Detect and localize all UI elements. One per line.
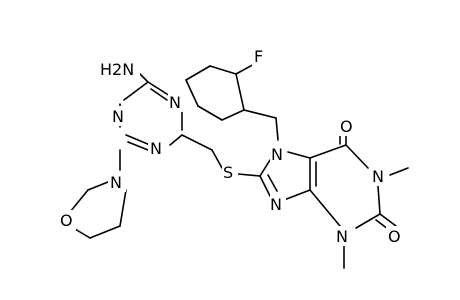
nitrogen-n9: N [270, 195, 282, 214]
atom-label-bg [58, 210, 76, 230]
bond [259, 159, 271, 177]
nitrogen-n1: N [372, 167, 384, 186]
bond [211, 149, 223, 169]
atom-label-bg [270, 144, 286, 164]
atom-label-bg [252, 46, 268, 66]
atom-label-bg [98, 58, 140, 78]
bond [379, 213, 397, 227]
bond [355, 213, 381, 229]
atom-label-bg [270, 194, 286, 214]
bond [69, 189, 89, 213]
bond [345, 144, 369, 169]
atom-label-bg [148, 138, 166, 158]
bond [377, 185, 381, 215]
bond [243, 109, 277, 119]
amino-group-label: H2N [100, 60, 134, 79]
atom-label-bg [222, 162, 238, 182]
bond [209, 65, 237, 75]
fluorine-label: F [254, 47, 263, 66]
bond [123, 81, 149, 101]
atom-label-bg [108, 172, 126, 192]
nitrogen-n7: N [271, 145, 283, 164]
bond [197, 105, 223, 121]
bond [287, 151, 311, 159]
atom-labels: H2N F O O N N N N S N N N N O [58, 46, 404, 246]
triazine-nitrogen-bottom: N [150, 139, 162, 158]
atom-label-bg [386, 226, 404, 246]
bond [259, 175, 271, 197]
triazine-nitrogen-top: N [169, 93, 181, 112]
atom-label-bg [338, 116, 356, 136]
atom-label-bg [112, 106, 128, 126]
bond [150, 88, 168, 101]
bond [267, 174, 278, 192]
bond [185, 65, 211, 81]
bond [147, 81, 171, 97]
bond [235, 73, 245, 111]
bond [389, 167, 409, 176]
carbonyl-oxygen-right: O [388, 227, 401, 246]
bond [275, 117, 279, 141]
bond [185, 79, 199, 107]
bond [89, 225, 121, 239]
bond [127, 141, 149, 151]
bond [169, 134, 183, 146]
morpholine-nitrogen: N [110, 173, 122, 192]
atom-label-bg [168, 92, 184, 112]
bond [309, 144, 347, 159]
nitrogen-n3: N [336, 227, 348, 246]
bond [125, 134, 151, 146]
bond [283, 189, 311, 201]
bond [221, 109, 245, 121]
atom-label-bg [334, 226, 352, 246]
bond [309, 189, 341, 227]
bond [87, 181, 109, 191]
sulfur-label: S [223, 163, 233, 182]
carbonyl-oxygen-top: O [340, 117, 353, 136]
triazine-nitrogen-left: N [112, 107, 124, 126]
bond-lines [69, 61, 409, 269]
bond [119, 189, 127, 227]
bond [181, 134, 213, 151]
morpholine-oxygen: O [60, 211, 73, 230]
atom-label-bg [370, 166, 388, 186]
bond [237, 173, 261, 177]
